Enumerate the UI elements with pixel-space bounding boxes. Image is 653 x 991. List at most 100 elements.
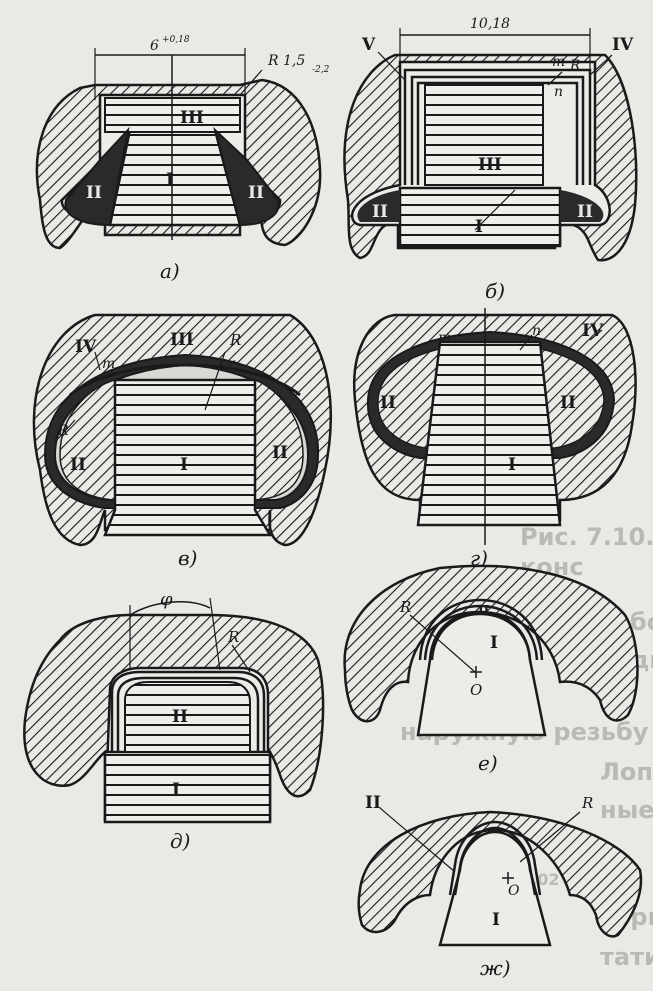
fig-b-leader-r (474, 189, 516, 231)
fig-g-label-I: I (508, 455, 516, 475)
bg-text-line-3: бование рациональн (630, 608, 653, 636)
fig-a-plate-II-left (64, 126, 130, 227)
bg-text-line-7: ные установки на угле разворота (600, 796, 653, 824)
fig-a-dim-radius: R 1,5 (267, 53, 305, 69)
fig-g-label-IV: IV (582, 321, 604, 341)
fig-zh-label-I: I (492, 910, 500, 930)
fig-e-caption: е) (478, 751, 498, 775)
fig-zh-label-R: R (581, 794, 593, 812)
fig-d-wrap-layers (110, 670, 266, 752)
fig-zh-caption: ж) (480, 956, 511, 980)
fig-b-label-IV: IV (612, 35, 634, 55)
fig-v-leader-r (204, 351, 226, 411)
fig-b-label-I: I (475, 217, 483, 237)
bg-text-line-6: Лопаточные пазы обычно (600, 758, 653, 786)
fig-g-blade-I (416, 340, 562, 527)
bg-text-line-9: татиральн по специальных станках (600, 943, 653, 971)
fig-b-blade-I (398, 186, 562, 248)
fig-e-label-R: R (399, 598, 411, 616)
fig-g-leader-IV (589, 329, 603, 341)
fig-d-label-I: I (172, 780, 180, 800)
fig-v-leader-m (94, 351, 101, 371)
figure-g: m n IV II II I г) (352, 308, 637, 570)
fig-v-blade-I (103, 378, 273, 537)
fig-g-label-n: n (532, 323, 541, 339)
fig-e-housing (343, 564, 639, 723)
fig-g-label-II-left: II (380, 393, 396, 413)
bg-text-line-1: Рис. 7.10. Рациональное (520, 523, 653, 551)
fig-v-label-II-left: II (70, 455, 86, 475)
fig-b-caption: б) (485, 279, 505, 303)
fig-e-plates-II (418, 598, 544, 661)
fig-g-label-m: m (438, 330, 451, 346)
fig-d-plates-II (124, 681, 251, 753)
fig-e-radius-line (409, 614, 476, 673)
fig-v-label-R-side: R (57, 423, 69, 439)
fig-b-plate-II-right (560, 190, 604, 222)
fig-d-leader-R (231, 644, 251, 673)
fig-b-leader-n (547, 71, 563, 86)
fig-e-label-O: O (470, 681, 482, 699)
figure-a: 6 +0,18 R 1,5 -2,2 I II II III а) (35, 35, 330, 283)
figure-zh: R II O I ж) (357, 793, 643, 980)
figure-v: IV m III R r R II II I в) (32, 313, 332, 570)
figure-d: φ R II I д) (23, 589, 325, 853)
fig-d-angle-arc (129, 601, 211, 616)
fig-b-label-II-right: II (577, 202, 593, 222)
fig-b-label-V: V (361, 35, 376, 55)
fig-d-label-R: R (227, 628, 239, 646)
fig-g-caption: г) (470, 546, 488, 570)
fig-b-leader-IV (589, 54, 613, 76)
fig-b-label-n: n (554, 84, 563, 100)
fig-zh-label-II: II (365, 793, 381, 813)
fig-zh-label-O: O (508, 883, 520, 899)
fig-b-label-III: III (478, 155, 502, 175)
fig-b-leader-V (377, 51, 406, 81)
fig-v-leader-R-side (54, 419, 76, 443)
fig-v-label-R-top: R (229, 331, 241, 349)
fig-a-label-II-right: II (248, 183, 264, 203)
fig-v-label-m: m (102, 356, 115, 372)
fig-d-blade-I (103, 750, 272, 824)
fig-b-plate-II-left (357, 190, 400, 222)
fig-zh-plates-II (448, 820, 542, 896)
fig-e-label-I: I (490, 633, 498, 653)
fig-b-wrap-layers (403, 68, 592, 185)
fig-v-caption: в) (178, 546, 197, 570)
fig-d-angle-line-right (209, 597, 221, 671)
fig-v-label-II-right: II (272, 443, 288, 463)
fig-v-label-III: III (170, 330, 194, 350)
fig-zh-housing (357, 810, 643, 938)
fig-e-blade-I (416, 610, 547, 737)
fig-b-dim-width: 10,18 (470, 16, 510, 32)
fig-b-label-R: R (569, 58, 581, 74)
fig-a-radius-leader (239, 69, 263, 96)
fig-d-label-II: II (172, 707, 188, 727)
fig-v-label-r: r (228, 356, 236, 372)
fig-b-label-II-left: II (372, 202, 388, 222)
fig-a-plate-II-right (213, 126, 280, 227)
fig-a-label-II-left: II (86, 183, 102, 203)
fig-g-leader-n (519, 334, 533, 351)
fig-a-caption: а) (160, 259, 180, 283)
fig-a-label-I: I (166, 170, 174, 190)
fig-v-arc-III (69, 363, 301, 397)
fig-d-caption: д) (170, 829, 190, 853)
figure-e: R II I O е) (343, 564, 639, 775)
fig-b-label-m: m (552, 54, 565, 70)
fig-zh-radius-line (519, 811, 581, 863)
fig-g-label-II-right: II (560, 393, 576, 413)
fig-v-label-IV: IV (75, 337, 97, 357)
fig-v-label-I: I (180, 455, 188, 475)
fig-d-label-phi: φ (160, 589, 173, 610)
fig-a-dim-tolerance: +0,18 (162, 35, 190, 45)
figure-b: 10,18 V IV m n R I III II II б) (343, 16, 638, 303)
fig-zh-leader-II (379, 807, 456, 873)
fig-a-label-III: III (180, 108, 204, 128)
fig-b-plates-III (424, 84, 544, 186)
fig-a-dim-width: 6 (150, 38, 159, 54)
background-page-text: Рис. 7.10. Рациональное конс бование рац… (400, 523, 653, 971)
fig-e-label-II: II (478, 603, 490, 617)
